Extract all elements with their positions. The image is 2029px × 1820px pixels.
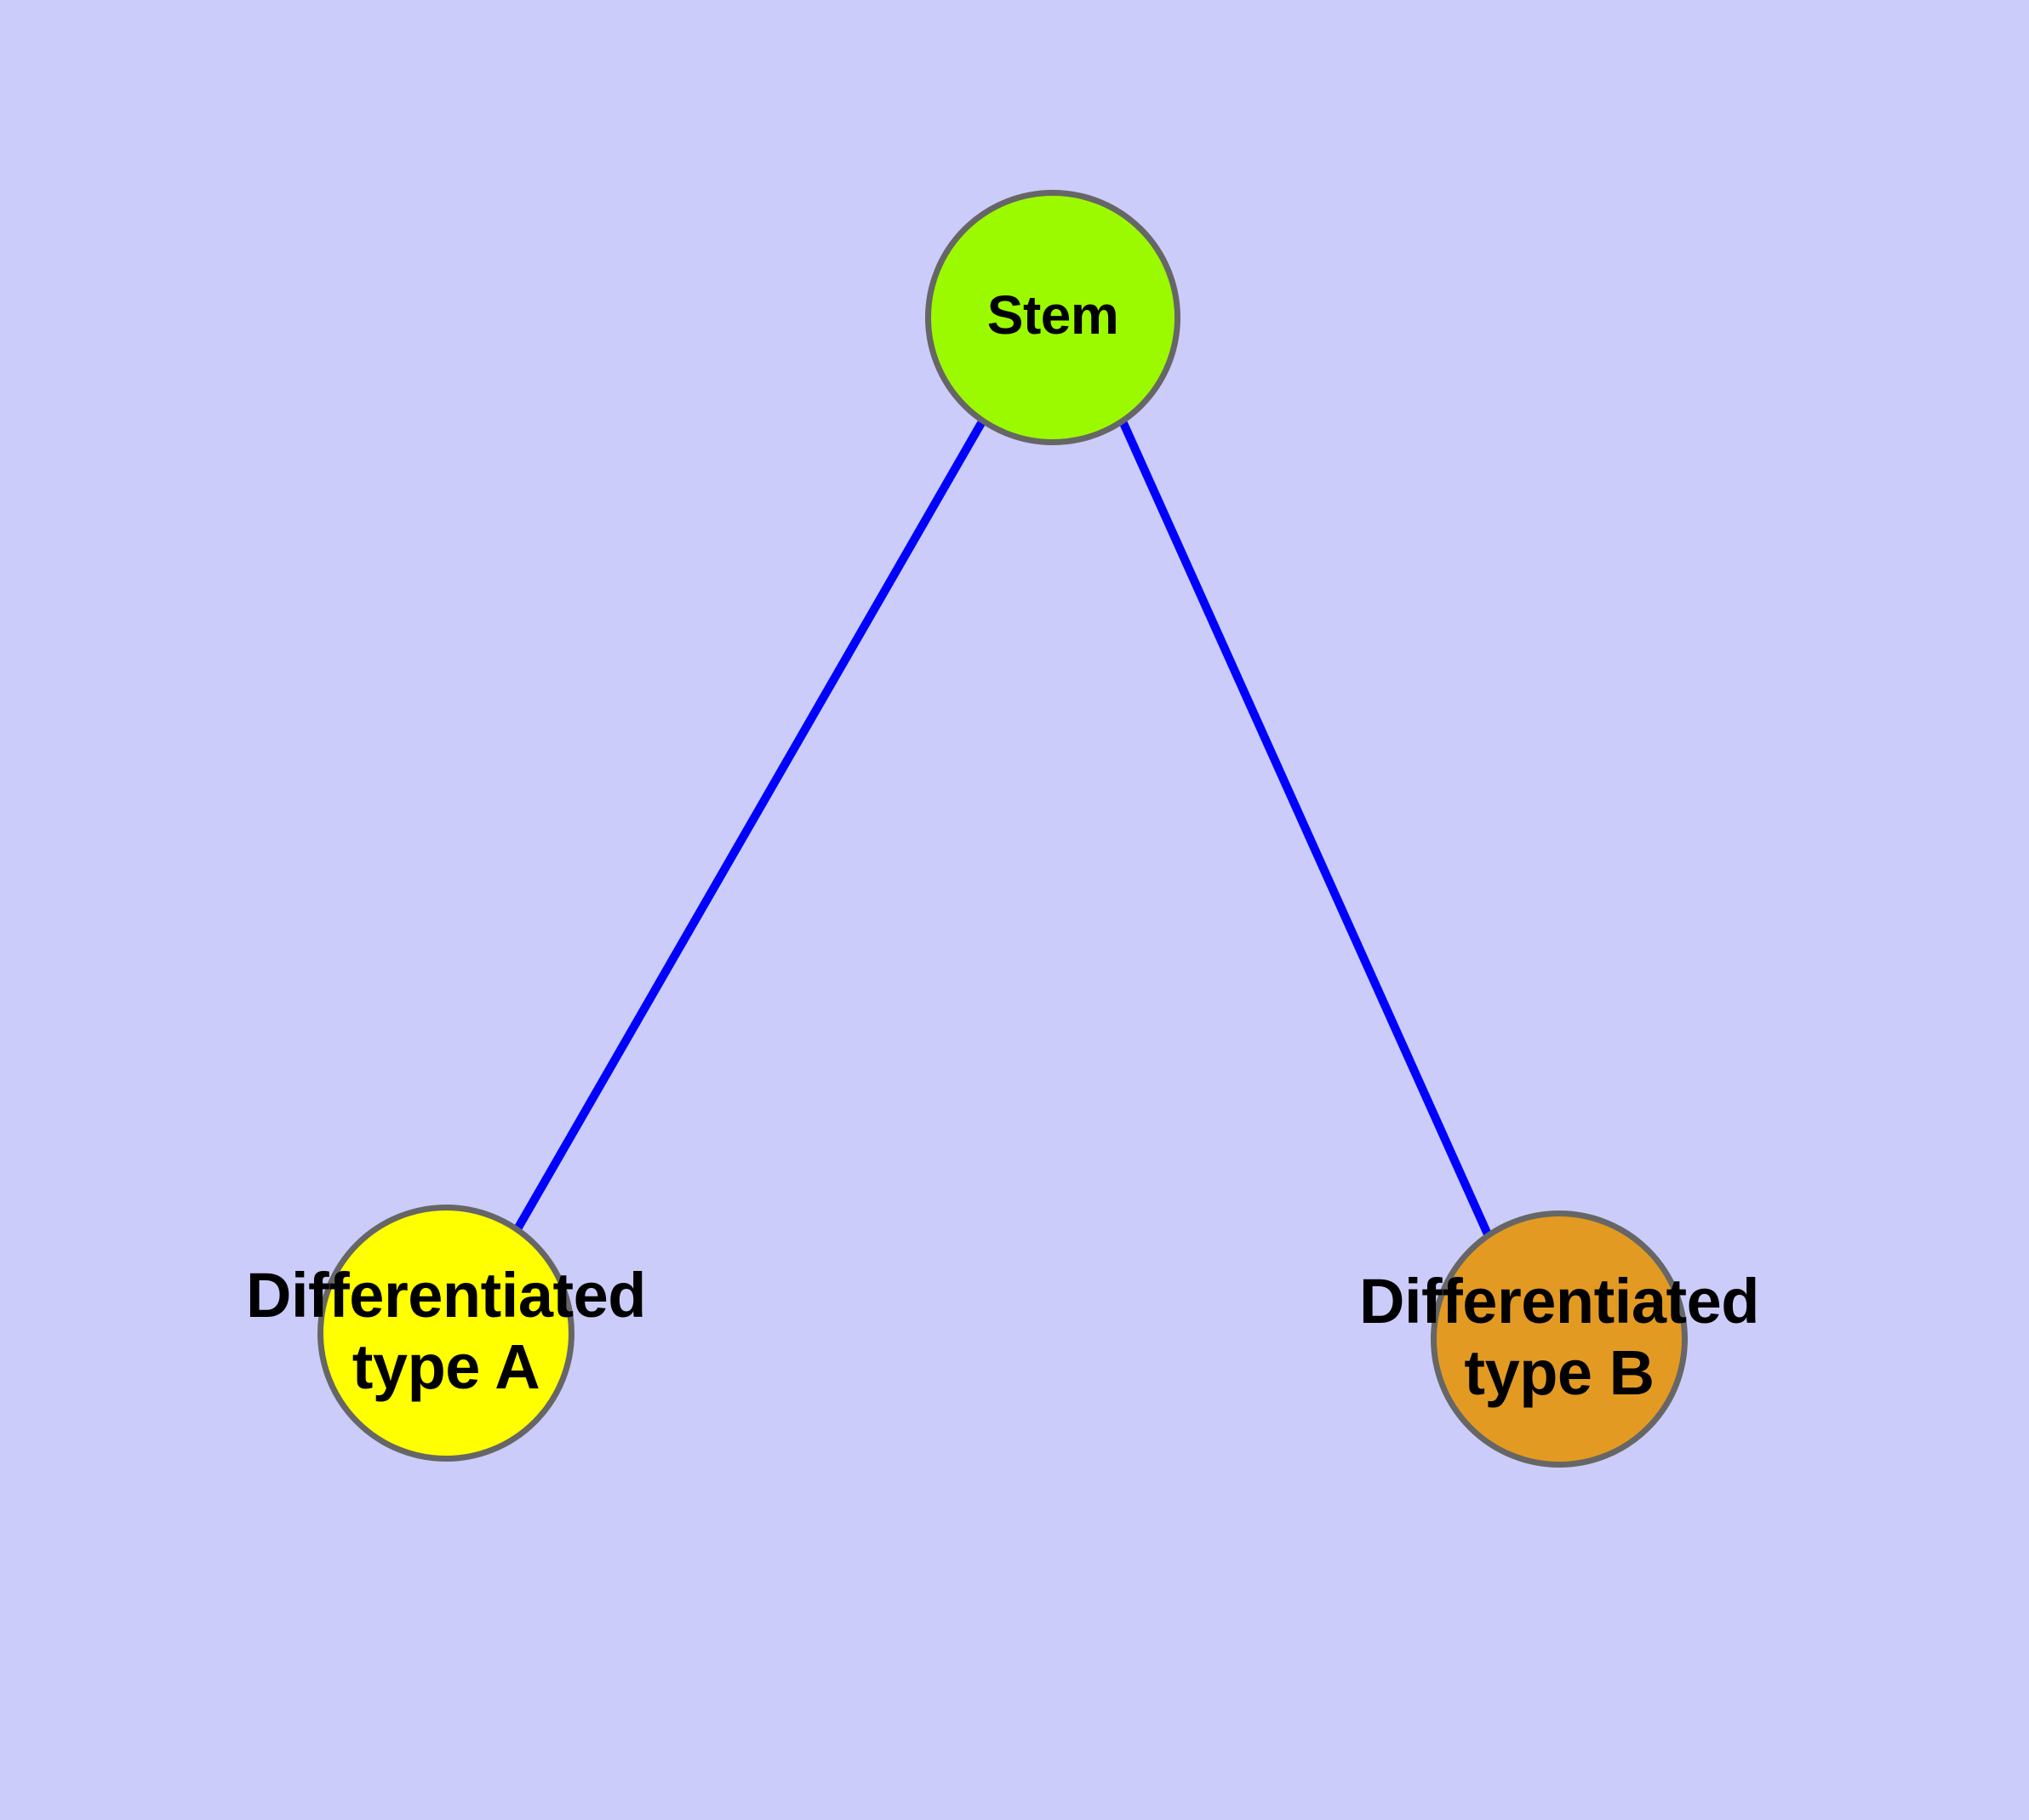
node-differentiated-type-a[interactable] xyxy=(317,1205,574,1462)
edge-stem-to-differentiated-type-b xyxy=(1119,421,1492,1237)
edge-stem-to-differentiated-type-a xyxy=(514,421,986,1230)
node-differentiated-type-b[interactable] xyxy=(1431,1210,1688,1468)
node-stem[interactable] xyxy=(925,190,1180,445)
